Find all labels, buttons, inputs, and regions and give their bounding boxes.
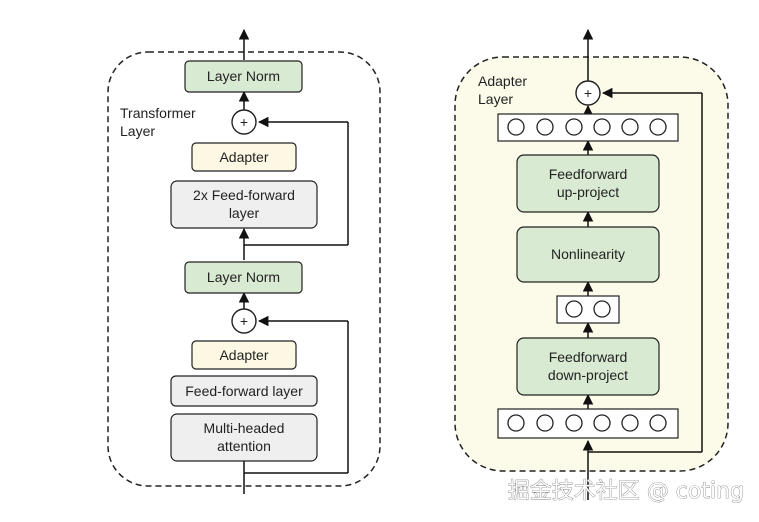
vector-unit — [565, 300, 583, 318]
vector-unit — [593, 118, 611, 136]
vector-unit — [649, 118, 667, 136]
adapter-bottom-box — [191, 340, 297, 370]
feed-forward-layer-label: Feed-forward layer — [185, 383, 303, 399]
add-node-bottom-label: + — [240, 313, 248, 329]
feedforward-down-project-box — [516, 337, 660, 396]
feedforward-up-project-box — [516, 154, 660, 213]
feed-forward-2x-label-line2: layer — [229, 205, 260, 221]
feed-forward-layer-box — [170, 375, 318, 407]
layer-norm-mid-label: Layer Norm — [207, 269, 280, 285]
vector-unit — [621, 118, 639, 136]
adapter-connectors — [582, 28, 703, 500]
add-node-bottom — [231, 308, 257, 334]
layer-norm-top-label: Layer Norm — [207, 68, 280, 84]
feedforward-down-project-label-line2: down-project — [548, 367, 628, 383]
nonlinearity-box — [516, 226, 660, 283]
add-node-top — [231, 109, 257, 135]
nonlinearity-label: Nonlinearity — [551, 246, 625, 262]
add-node-top-label: + — [240, 114, 248, 130]
multi-headed-attention-label-line1: Multi-headed — [204, 420, 285, 436]
feedforward-up-project-label-line1: Feedforward — [549, 166, 628, 182]
bottleneck-vector — [556, 295, 620, 324]
feedforward-down-project-label-line1: Feedforward — [549, 349, 628, 365]
layer-norm-mid-box — [184, 261, 303, 294]
adapter-add-node-label: + — [584, 85, 592, 101]
adapter-top-label: Adapter — [219, 149, 268, 165]
watermark-text: 掘金技术社区 @ coting — [508, 479, 744, 504]
adapter-title-line2: Layer — [478, 91, 513, 107]
input-vector — [497, 408, 679, 439]
feedforward-up-project-label-line2: up-project — [557, 184, 619, 200]
adapter-bottom-label: Adapter — [219, 347, 268, 363]
adapter-add-node — [575, 80, 601, 106]
multi-headed-attention-label-line2: attention — [217, 438, 271, 454]
multi-headed-attention-box — [170, 413, 318, 462]
vector-unit — [593, 414, 611, 432]
feed-forward-2x-box — [170, 180, 318, 229]
output-vector — [497, 113, 679, 142]
adapter-top-box — [191, 142, 297, 172]
layer-norm-top-box — [184, 60, 303, 93]
vector-unit — [536, 414, 554, 432]
vector-unit — [621, 414, 639, 432]
vector-unit — [536, 118, 554, 136]
vector-unit — [593, 300, 611, 318]
vector-unit — [507, 414, 525, 432]
transformer-connectors — [238, 28, 349, 494]
vector-unit — [565, 118, 583, 136]
adapter-title-line1: Adapter — [478, 73, 527, 89]
vector-unit — [565, 414, 583, 432]
transformer-title-line1: Transformer — [120, 105, 196, 121]
transformer-title-line2: Layer — [120, 123, 155, 139]
vector-unit — [649, 414, 667, 432]
feed-forward-2x-label-line1: 2x Feed-forward — [193, 187, 295, 203]
vector-unit — [507, 118, 525, 136]
